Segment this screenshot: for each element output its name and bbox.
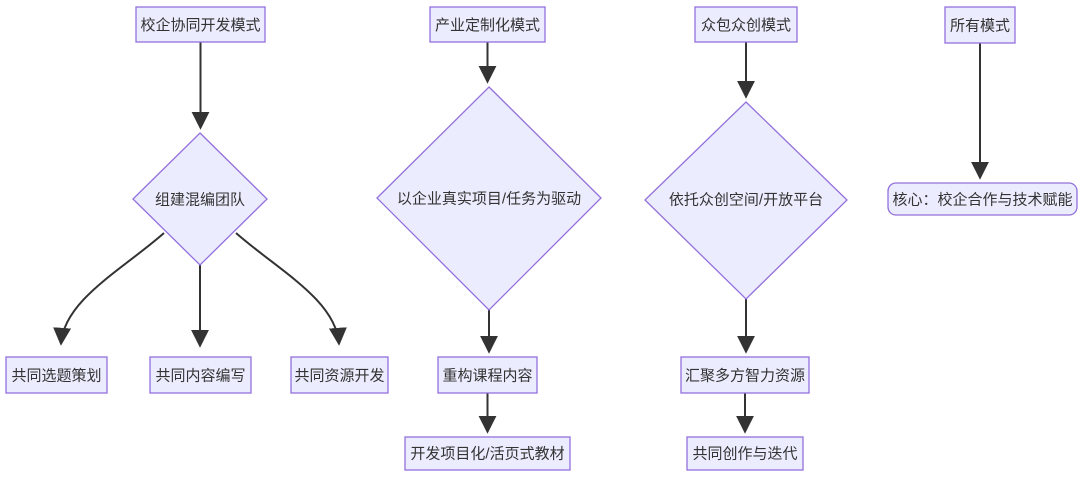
node-outcome-resource-dev-shape — [290, 356, 389, 394]
node-step-co-creation-shape — [686, 436, 804, 471]
node-mode-industry-custom-shape — [429, 6, 546, 43]
node-step-course-restructure-shape — [437, 356, 538, 394]
node-decision-project-driven-shape — [376, 86, 602, 311]
node-mode-crowdsourcing-label: 众包众创模式 — [701, 17, 791, 34]
edge-decision1-to-outcome3 — [235, 232, 347, 346]
node-decision-team-building-shape — [132, 132, 268, 266]
node-decision-open-platform-label: 依托众创空间/开放平台 — [669, 192, 823, 209]
node-core-summary-label: 核心：校企合作与技术赋能 — [892, 191, 1072, 209]
node-decision-team-building: 组建混编团队 — [132, 132, 268, 266]
node-step-textbook-dev-shape — [404, 436, 571, 471]
node-decision-project-driven-label: 以企业真实项目/任务为驱动 — [397, 190, 581, 208]
node-mode-industry-custom-label: 产业定制化模式 — [435, 17, 540, 34]
node-outcome-topic-planning-shape — [5, 356, 108, 394]
node-step-course-restructure: 重构课程内容 — [437, 356, 538, 394]
node-step-course-restructure-label: 重构课程内容 — [442, 368, 532, 385]
node-decision-open-platform: 依托众创空间/开放平台 — [644, 101, 848, 300]
node-mode-industry-custom: 产业定制化模式 — [429, 6, 546, 43]
node-decision-team-building-label: 组建混编团队 — [155, 192, 245, 209]
node-mode-crowdsourcing-shape — [694, 6, 798, 43]
node-outcome-resource-dev: 共同资源开发 — [290, 356, 389, 394]
node-core-summary: 核心：校企合作与技术赋能 — [887, 182, 1078, 216]
node-decision-project-driven: 以企业真实项目/任务为驱动 — [376, 86, 602, 311]
node-mode-all: 所有模式 — [944, 6, 1016, 44]
node-mode-crowdsourcing: 众包众创模式 — [694, 6, 798, 43]
node-mode-all-label: 所有模式 — [950, 18, 1010, 35]
node-mode-school-enterprise: 校企协同开发模式 — [135, 6, 266, 43]
node-outcome-content-writing: 共同内容编写 — [149, 356, 252, 394]
node-step-resource-pooling: 汇聚多方智力资源 — [680, 356, 810, 394]
node-step-resource-pooling-shape — [680, 356, 810, 394]
node-outcome-topic-planning-label: 共同选题策划 — [11, 368, 101, 385]
edge-decision1-to-outcome1 — [53, 232, 165, 346]
node-step-textbook-dev-label: 开发项目化/活页式教材 — [410, 446, 564, 463]
node-step-resource-pooling-label: 汇聚多方智力资源 — [685, 367, 805, 385]
node-step-textbook-dev: 开发项目化/活页式教材 — [404, 436, 571, 471]
node-mode-all-shape — [944, 6, 1016, 44]
node-outcome-content-writing-label: 共同内容编写 — [155, 368, 245, 385]
node-step-co-creation-label: 共同创作与迭代 — [692, 446, 797, 463]
node-core-summary-shape — [887, 182, 1078, 216]
node-mode-school-enterprise-label: 校企协同开发模式 — [140, 16, 260, 34]
node-step-co-creation: 共同创作与迭代 — [686, 436, 804, 471]
node-outcome-resource-dev-label: 共同资源开发 — [294, 368, 384, 385]
edges-layer — [53, 42, 989, 434]
node-mode-school-enterprise-shape — [135, 6, 266, 43]
node-outcome-topic-planning: 共同选题策划 — [5, 356, 108, 394]
node-decision-open-platform-shape — [644, 101, 848, 300]
node-outcome-content-writing-shape — [149, 356, 252, 394]
